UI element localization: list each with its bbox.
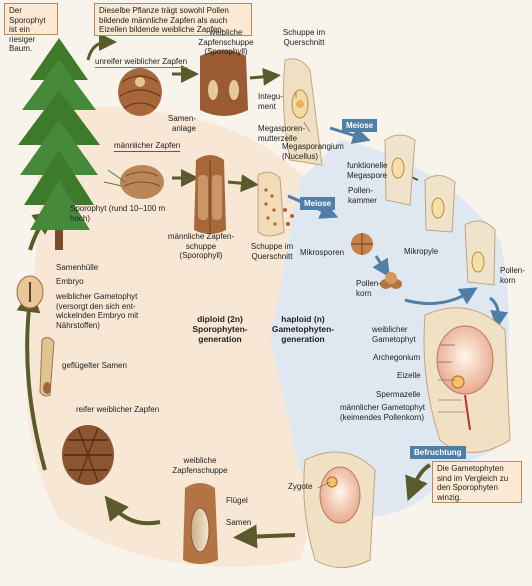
meiosis-tag-mid: Meiose — [300, 197, 336, 210]
seed-scale-shape — [183, 483, 218, 564]
winged-seed-shape — [39, 336, 55, 397]
arrow-micro-to-pollen — [372, 255, 390, 278]
female-cone-scale-shape — [200, 50, 248, 116]
diploid-phase-label: diploid (2n) Sporophyten- generation — [192, 314, 248, 344]
gametophyte-note: Die Gametophyten sind im Vergleich zu de… — [432, 461, 522, 503]
microspores-shape — [351, 233, 373, 255]
embryo-label: Embryo — [56, 277, 84, 286]
female-gametophyte-seed-label: weiblicher Gametophyt (versorgt den sich… — [56, 292, 139, 330]
egg-cell-label: Eizelle — [397, 371, 421, 380]
arrow-bottom-mid — [233, 524, 296, 549]
meiosis-tag-top: Meiose — [342, 119, 378, 132]
female-cone-scale-label: weibliche Zapfenschuppe (Sporophyll) — [198, 28, 254, 56]
pollen-grain-mid-label: Pollen- korn — [356, 279, 381, 298]
arrow-tree-to-cone — [86, 33, 117, 61]
arrow-bottom-left — [104, 495, 161, 526]
seed-with-embryo — [16, 275, 44, 309]
mid-cross-section-label: Schuppe im Querschnitt — [250, 242, 294, 261]
male-cone-shape — [103, 165, 164, 199]
top-cross-section-label: Schuppe im Querschnitt — [282, 28, 326, 47]
female-gametophyte-label: weiblicher Gametophyt — [372, 325, 416, 344]
unripe-female-cone-label: unreifer weiblicher Zapfen — [95, 57, 188, 68]
male-cone-label: männlicher Zapfen — [114, 141, 181, 152]
pine-tree — [18, 38, 100, 250]
female-cone-scale-bottom-label: weibliche Zapfenschuppe — [172, 456, 228, 475]
arrow-top-2 — [249, 67, 281, 86]
pollen-grain-shape — [380, 272, 402, 289]
haploid-phase-label: haploid (n) Gametophyten- generation — [271, 314, 335, 344]
arrow-left-cycle — [16, 288, 47, 471]
archegonium-label: Archegonium — [373, 353, 421, 362]
zygote-ovule — [303, 451, 376, 568]
arrow-haploid-down — [489, 296, 509, 329]
sporophyte-note: Der Sporophyt ist ein riesiger Baum. — [4, 3, 58, 53]
fertilization-tag: Befruchtung — [410, 446, 466, 459]
male-gametophyte-label: männlicher Gametophyt (keimendes Pollenk… — [340, 403, 425, 422]
sporophyte-label: Sporophyt (rund 10–100 m hoch) — [70, 204, 166, 223]
arrow-meiosis-top — [329, 126, 371, 144]
megasporangium-label: Megasporangium (Nucellus) — [282, 142, 344, 161]
winged-seed-label: geflügelter Samen — [62, 361, 127, 370]
micropyle-label: Mikropyle — [404, 247, 439, 256]
zygote-label: Zygote — [288, 482, 313, 491]
ovule-label: Samen- anlage — [167, 114, 196, 133]
megaspore-mother-cell-label: Megasporen- mutterzelle — [258, 124, 306, 143]
arrow-mid-2 — [227, 174, 259, 193]
seed-coat-label: Samenhülle — [56, 263, 99, 272]
pollen-chamber-label: Pollen- kammer — [348, 186, 377, 205]
ovule-micropyle — [424, 175, 456, 233]
integument-label: Integu- ment — [258, 92, 283, 111]
unripe-female-cone-shape — [118, 68, 162, 116]
plant-note: Dieselbe Pflanze trägt sowohl Pollen bil… — [94, 3, 252, 36]
ovule-functional-megaspore — [384, 134, 416, 206]
wing-label: Flügel — [226, 496, 248, 505]
ripe-female-cone-label: reifer weiblicher Zapfen — [76, 405, 160, 414]
functional-megaspore-label: funktionelle Megaspore — [347, 161, 388, 180]
arrow-pollen-to-ovule — [404, 287, 478, 306]
arrow-fertilization — [405, 463, 432, 502]
seeds-label: Samen — [226, 518, 252, 527]
ovule-with-pollen — [464, 220, 496, 286]
large-ovule-gametophyte — [423, 307, 511, 453]
mid-scale-cross-section — [257, 171, 285, 237]
ripe-female-cone-shape — [62, 425, 114, 485]
pollen-grain-right-label: Pollen- korn — [500, 266, 525, 285]
sperm-cell-label: Spermazelle — [376, 390, 421, 399]
male-cone-scale-label: männliche Zapfen- schuppe (Sporophyll) — [167, 232, 235, 260]
microspores-label: Mikrosporen — [300, 248, 345, 257]
